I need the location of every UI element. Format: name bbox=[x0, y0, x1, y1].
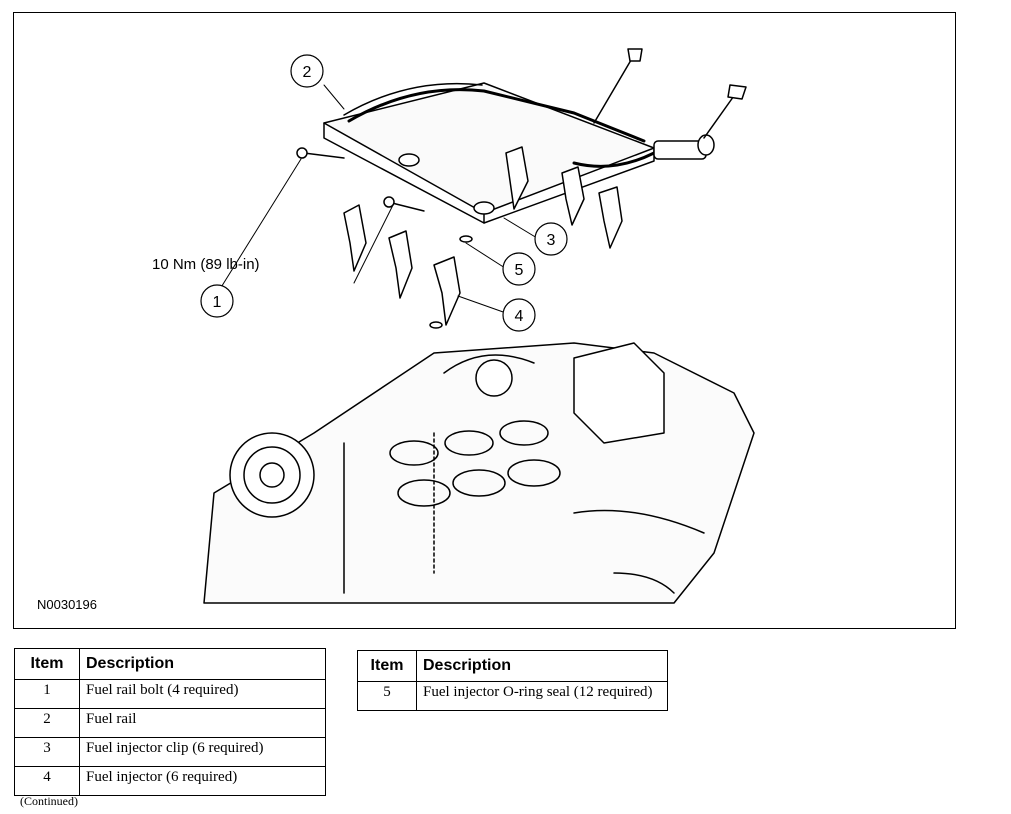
callout-circles bbox=[200, 54, 568, 332]
item-description: Fuel injector (6 required) bbox=[79, 766, 326, 796]
fuel-rail-illustration: 2 1 3 5 4 10 Nm (89 lb-in) N0030196 bbox=[37, 48, 755, 612]
table-row: 1 Fuel rail bolt (4 required) bbox=[14, 679, 326, 709]
callout-1-label: 1 bbox=[213, 294, 222, 311]
item-number: 2 bbox=[14, 708, 80, 738]
legend-table-2: Item Description 5 Fuel injector O-ring … bbox=[357, 650, 668, 711]
callout-2-circle bbox=[290, 54, 324, 88]
description-column-header: Description bbox=[79, 648, 326, 680]
item-column-header: Item bbox=[14, 648, 80, 680]
item-column-header: Item bbox=[357, 650, 417, 682]
table-row: 2 Fuel rail bbox=[14, 708, 326, 738]
table-row: 4 Fuel injector (6 required) bbox=[14, 766, 326, 796]
leader-lines bbox=[219, 84, 538, 314]
figure-id-label: N0030196 bbox=[37, 597, 97, 612]
item-number: 5 bbox=[357, 681, 417, 711]
callout-5-circle bbox=[502, 252, 536, 286]
callout-3-label: 3 bbox=[547, 232, 556, 249]
continued-note: (Continued) bbox=[20, 794, 78, 808]
fuel-rail-bolts bbox=[296, 48, 747, 212]
callout-1-circle bbox=[200, 284, 234, 318]
table-row: 3 Fuel injector clip (6 required) bbox=[14, 737, 326, 767]
exploded-view-figure: 2 1 3 5 4 10 Nm (89 lb-in) N0030196 bbox=[13, 12, 956, 629]
table-row: 5 Fuel injector O-ring seal (12 required… bbox=[357, 681, 668, 711]
item-number: 4 bbox=[14, 766, 80, 796]
engine-block-drawing bbox=[203, 342, 755, 604]
item-description: Fuel injector O-ring seal (12 required) bbox=[416, 681, 668, 711]
description-column-header: Description bbox=[416, 650, 668, 682]
callout-5-label: 5 bbox=[515, 262, 524, 279]
table-header-row: Item Description bbox=[14, 648, 326, 680]
table-header-row: Item Description bbox=[357, 650, 668, 682]
callout-2-label: 2 bbox=[303, 64, 312, 81]
callout-4-label: 4 bbox=[515, 308, 524, 325]
callout-4-circle bbox=[502, 298, 536, 332]
callout-3-circle bbox=[534, 222, 568, 256]
item-description: Fuel rail bbox=[79, 708, 326, 738]
item-description: Fuel injector clip (6 required) bbox=[79, 737, 326, 767]
torque-spec-label: 10 Nm (89 lb-in) bbox=[152, 256, 260, 273]
fuel-injectors bbox=[343, 146, 623, 329]
item-number: 3 bbox=[14, 737, 80, 767]
item-description: Fuel rail bolt (4 required) bbox=[79, 679, 326, 709]
item-number: 1 bbox=[14, 679, 80, 709]
legend-table-1: Item Description 1 Fuel rail bolt (4 req… bbox=[14, 648, 326, 796]
fuel-rail-drawing bbox=[323, 82, 715, 224]
